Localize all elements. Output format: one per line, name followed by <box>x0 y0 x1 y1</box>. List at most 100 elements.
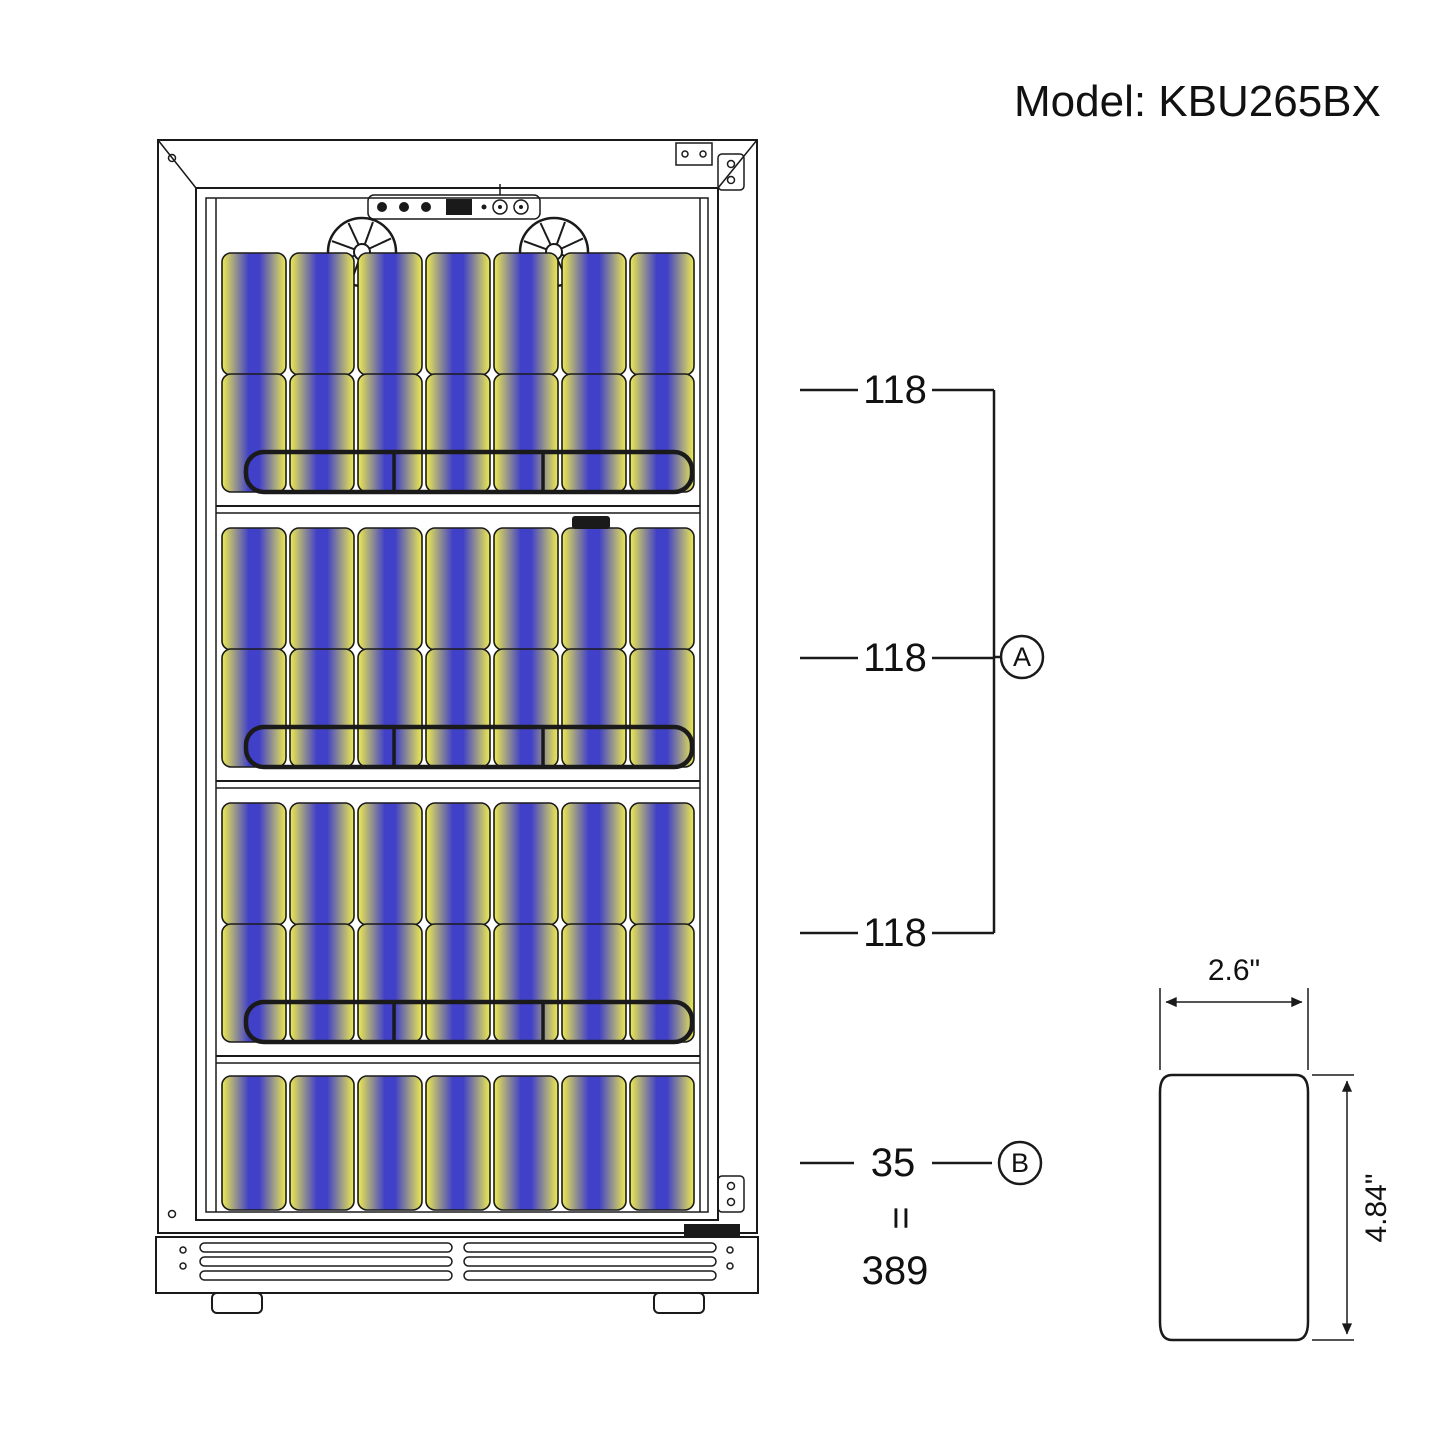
label-circle-a <box>999 634 1045 680</box>
vent-slat <box>463 1256 717 1267</box>
beverage-can <box>493 802 559 926</box>
beverage-can <box>561 1075 627 1211</box>
dim-label-shelf-2: 118 <box>863 636 927 680</box>
beverage-can <box>493 527 559 651</box>
vent-grille <box>155 1224 759 1314</box>
screw-icon <box>699 150 707 158</box>
beverage-can <box>289 373 355 493</box>
shelf-racks <box>243 449 695 1045</box>
fan-blade <box>560 237 584 250</box>
panel-dial-dot-icon <box>519 205 523 209</box>
beverage-can <box>289 1075 355 1211</box>
beverage-can <box>629 527 695 651</box>
beverage-can <box>357 252 423 376</box>
beverage-can <box>629 648 695 768</box>
top-hinge-plate <box>675 142 713 166</box>
can-size-detail: 2.6" 4.84" <box>1158 954 1393 1342</box>
beverage-can <box>425 252 491 376</box>
wire-rack <box>243 449 695 495</box>
can-height-label: 4.84" <box>1360 1173 1393 1242</box>
panel-button-icon <box>399 202 409 212</box>
beverage-can <box>357 923 423 1043</box>
beverage-can <box>493 252 559 376</box>
beverage-can <box>629 923 695 1043</box>
vent-panel <box>155 1236 759 1294</box>
beverage-can <box>425 802 491 926</box>
beverage-can <box>221 1075 287 1211</box>
beverage-can <box>629 373 695 493</box>
group-label-b: B <box>1011 1148 1029 1178</box>
beverage-can <box>561 648 627 768</box>
bottom-dimension-annotations: 35 B = 389 <box>800 1140 1043 1293</box>
beverage-can <box>357 802 423 926</box>
beverage-can <box>357 527 423 651</box>
cabinet-outer-frame <box>157 139 758 1234</box>
beverage-can <box>561 802 627 926</box>
cooler-cabinet <box>157 139 758 1234</box>
beverage-can <box>629 802 695 926</box>
bottom-hinge-plate <box>684 1224 740 1236</box>
group-label-a: A <box>1013 642 1031 672</box>
beverage-can <box>493 923 559 1043</box>
panel-button-icon <box>377 202 387 212</box>
control-panel <box>367 184 541 220</box>
beverage-can <box>629 252 695 376</box>
leveling-foot <box>653 1292 705 1314</box>
beverage-can <box>493 373 559 493</box>
panel-dial-icon <box>492 199 508 215</box>
dim-label-shelf-3: 118 <box>863 911 927 955</box>
right-hinge-bottom <box>717 1175 745 1213</box>
beverage-can <box>425 1075 491 1211</box>
beverage-can <box>561 373 627 493</box>
equals-sign: = <box>879 1206 923 1229</box>
control-panel-strip <box>367 194 541 220</box>
door-glass <box>205 197 709 1213</box>
beverage-can <box>289 648 355 768</box>
shelf-boards <box>216 505 700 1064</box>
fan-blade <box>331 240 355 251</box>
total-dim-label: 389 <box>862 1249 929 1293</box>
screw-icon <box>681 150 689 158</box>
beverage-can <box>221 252 287 376</box>
can-shelves <box>221 252 695 1211</box>
beverage-can <box>289 802 355 926</box>
beverage-can <box>289 527 355 651</box>
miter-line-left <box>157 139 197 189</box>
shelf-dimension-annotations: 118 118 118 A <box>800 368 1045 955</box>
can-width-label: 2.6" <box>1208 954 1260 987</box>
screw-icon <box>726 1246 734 1254</box>
beverage-can <box>221 923 287 1043</box>
beverage-can <box>357 1075 423 1211</box>
wire-rack <box>243 999 695 1045</box>
screw-icon <box>167 1209 177 1219</box>
dim-label-bottom: 35 <box>871 1141 916 1185</box>
beverage-can <box>221 527 287 651</box>
wire-rack <box>243 724 695 770</box>
miter-line-right <box>717 139 758 189</box>
beverage-can <box>357 648 423 768</box>
beverage-can <box>493 648 559 768</box>
beverage-can <box>289 252 355 376</box>
panel-dial-icon <box>513 199 529 215</box>
fan-blade <box>368 237 392 250</box>
screw-icon <box>726 175 736 185</box>
beverage-can <box>425 923 491 1043</box>
fan-blade <box>539 222 552 246</box>
fan-blade <box>523 240 547 251</box>
beverage-can <box>561 252 627 376</box>
beverage-can <box>425 648 491 768</box>
vent-slat <box>199 1270 453 1281</box>
screw-icon <box>726 1197 736 1207</box>
can-outline <box>1158 1073 1310 1342</box>
screw-icon <box>167 153 177 163</box>
beverage-can <box>493 1075 559 1211</box>
beverage-can <box>561 923 627 1043</box>
beverage-can <box>425 373 491 493</box>
temperature-display <box>446 199 472 215</box>
screw-icon <box>179 1262 187 1270</box>
beverage-can <box>425 527 491 651</box>
right-hinge-top <box>717 153 745 191</box>
dim-label-shelf-1: 118 <box>863 368 927 412</box>
beverage-can <box>561 527 627 651</box>
beverage-can <box>221 373 287 493</box>
